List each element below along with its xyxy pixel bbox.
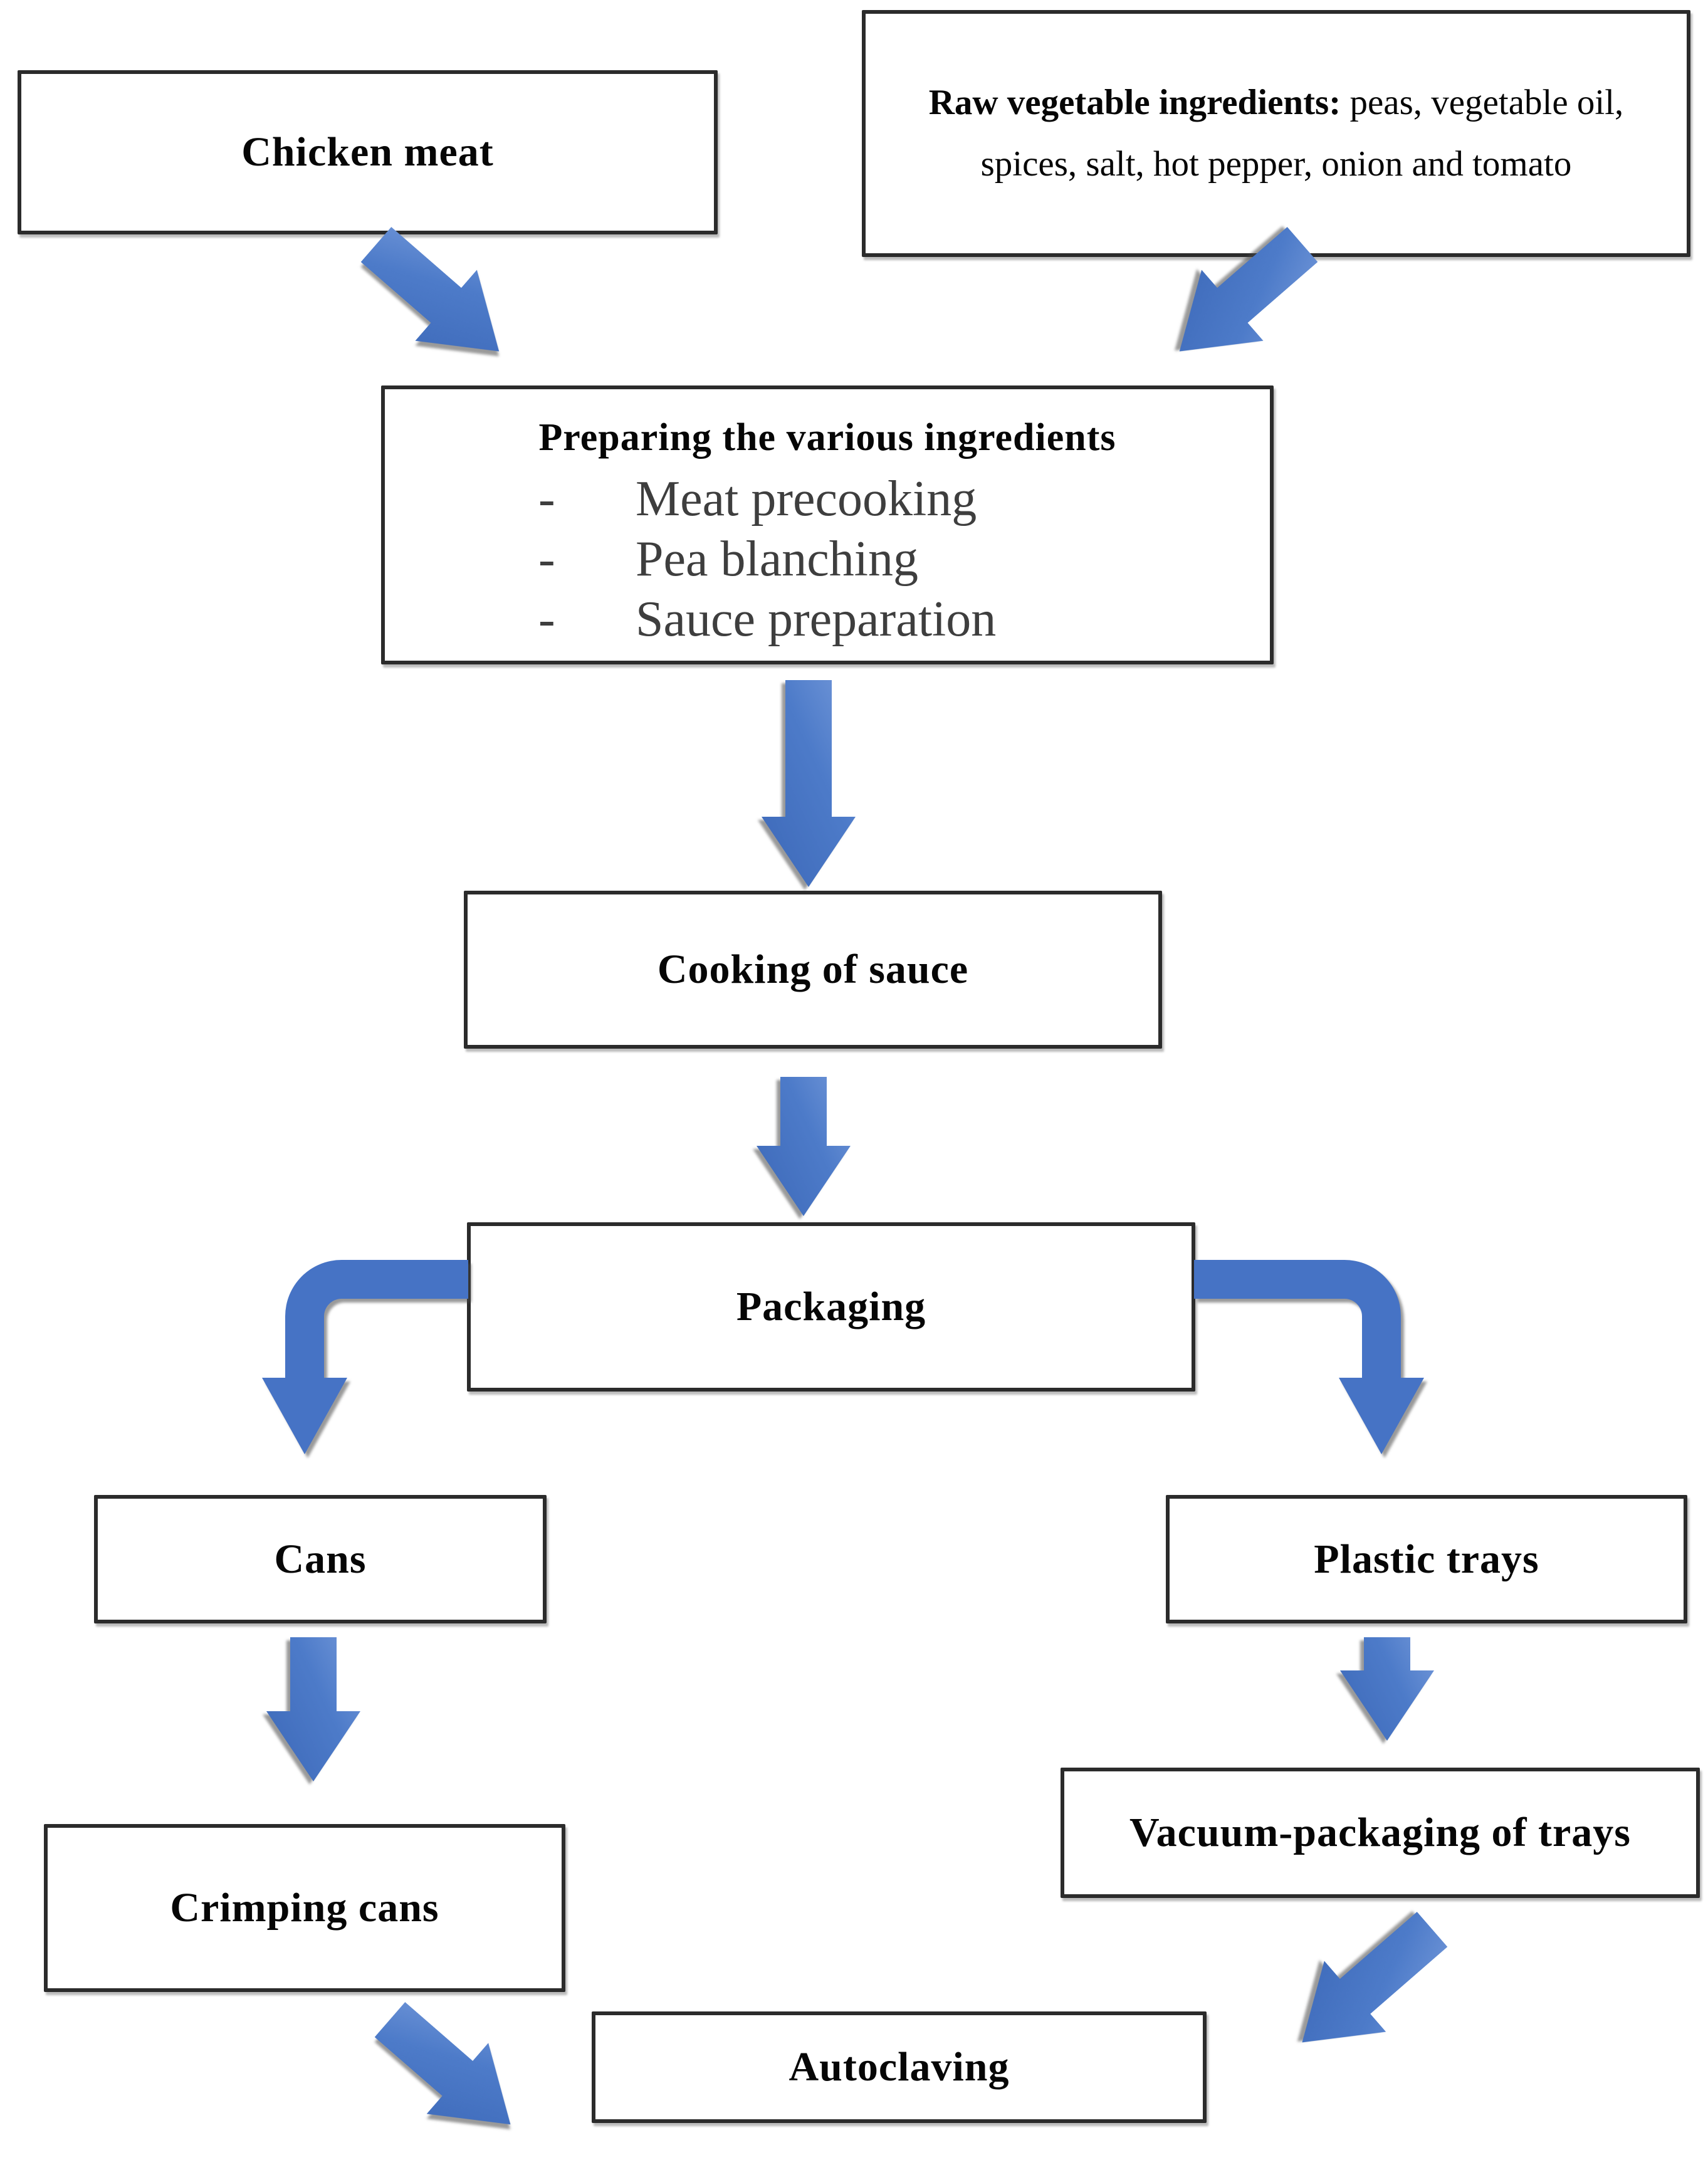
arrow-preparing-to-cooking (762, 680, 856, 887)
list-item-pea-blanching: - Pea blanching (385, 529, 1270, 589)
vacuum-packaging-label: Vacuum-packaging of trays (1129, 1810, 1631, 1856)
raw-vegetable-line2: spices, salt, hot pepper, onion and toma… (980, 144, 1572, 184)
arrow-vacuum-packaging-to-autoclaving (1271, 1894, 1463, 2078)
down-right-arrow-icon (359, 1984, 542, 2160)
list-item-sauce-preparation: - Sauce preparation (385, 589, 1270, 649)
node-raw-vegetable-ingredients: Raw vegetable ingredients: peas, vegetab… (862, 10, 1690, 257)
down-arrow-icon (1340, 1637, 1434, 1741)
down-arrowhead-icon (1339, 1378, 1424, 1454)
arrow-cooking-to-packaging (757, 1077, 851, 1216)
crimping-cans-label: Crimping cans (170, 1885, 439, 1931)
raw-vegetable-line1: Raw vegetable ingredients: peas, vegetab… (928, 83, 1624, 122)
chicken-meat-label: Chicken meat (241, 129, 494, 176)
arrow-crimping-cans-to-autoclaving (359, 1984, 542, 2160)
list-item-label: Pea blanching (636, 532, 918, 587)
bullet-dash: - (538, 471, 555, 527)
node-chicken-meat: Chicken meat (18, 70, 718, 234)
raw-vegetable-label: Raw vegetable ingredients: peas, vegetab… (929, 72, 1624, 195)
node-autoclaving: Autoclaving (592, 2011, 1207, 2123)
plastic-trays-label: Plastic trays (1314, 1536, 1539, 1582)
arrow-cans-to-crimping-cans (266, 1637, 360, 1781)
node-cans: Cans (94, 1495, 547, 1623)
down-right-arrow-icon (345, 209, 530, 387)
autoclaving-label: Autoclaving (789, 2044, 1010, 2090)
arrow-chicken-to-preparing (345, 209, 530, 387)
down-arrow-icon (266, 1637, 360, 1781)
elbow-right-bend-icon (1194, 1260, 1401, 1393)
elbow-left-bend-icon (285, 1260, 468, 1393)
preparing-list: - Meat precooking - Pea blanching - Sauc… (385, 469, 1270, 649)
cans-label: Cans (274, 1536, 367, 1582)
bullet-dash: - (538, 592, 555, 647)
node-cooking-of-sauce: Cooking of sauce (464, 891, 1162, 1049)
down-arrow-icon (762, 680, 856, 887)
arrow-plastic-trays-to-vacuum-packaging (1340, 1637, 1434, 1741)
node-vacuum-packaging-of-trays: Vacuum-packaging of trays (1061, 1768, 1700, 1898)
list-item-label: Meat precooking (636, 471, 977, 527)
cooking-of-sauce-label: Cooking of sauce (657, 946, 969, 993)
node-preparing-ingredients: Preparing the various ingredients - Meat… (381, 385, 1274, 664)
bullet-dash: - (538, 532, 555, 587)
node-plastic-trays: Plastic trays (1166, 1495, 1687, 1623)
down-arrow-icon (757, 1077, 851, 1216)
node-crimping-cans: Crimping cans (44, 1824, 565, 1992)
down-arrowhead-icon (262, 1378, 347, 1454)
list-item-label: Sauce preparation (636, 592, 997, 647)
node-packaging: Packaging (467, 1222, 1195, 1392)
preparing-title: Preparing the various ingredients (538, 416, 1116, 459)
down-left-arrow-icon (1271, 1894, 1463, 2078)
list-item-meat-precooking: - Meat precooking (385, 469, 1270, 529)
packaging-label: Packaging (736, 1284, 926, 1330)
